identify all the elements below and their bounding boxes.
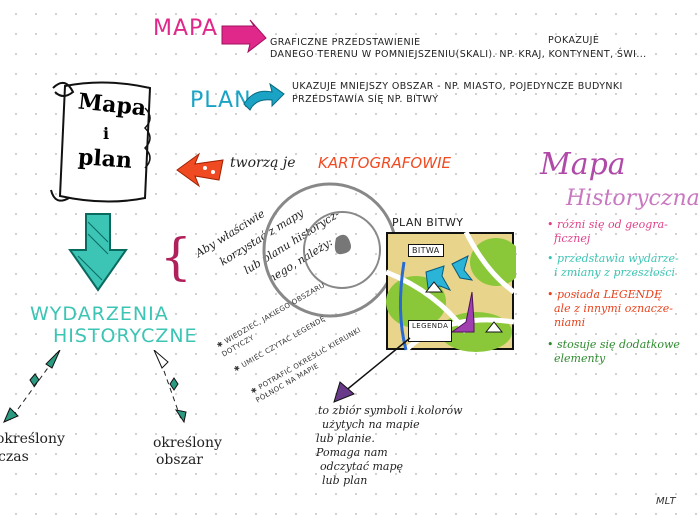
scroll-icon	[50, 81, 152, 203]
point-text: posiada LEGENDĘ	[557, 288, 663, 301]
events-left-2: czas	[0, 449, 29, 465]
historical-point-1: • różni się od geogra- ficznej	[547, 218, 668, 245]
point-text: ficznej	[554, 232, 591, 245]
historical-point-3: • posiada LEGENDĘ ale z innymi oznacze- …	[547, 288, 673, 329]
events-right-1: określony	[153, 435, 222, 451]
events-left-1: określony	[0, 431, 65, 447]
mapa-ribbon-arrow-icon	[221, 19, 267, 54]
curly-brace-icon: {	[160, 228, 192, 286]
plan-label: PLAN	[190, 88, 252, 113]
legend-note-line: lub planie.	[316, 432, 375, 445]
battle-label: BITWA	[408, 244, 444, 257]
cartographers-prefix: tworzą je	[230, 155, 296, 171]
legend-note-line: Pomaga nam	[316, 446, 388, 459]
mapa-definition-shows: POKAZUJE	[548, 35, 600, 46]
mapa-label: MAPA	[153, 16, 218, 41]
plan-definition-2: PRZEDSTAWIA SIĘ NP. BITWY	[292, 94, 439, 105]
branch-arrows-icon	[3, 350, 187, 424]
legend-label: LEGENDA	[408, 320, 453, 342]
title-line2: i	[103, 124, 110, 143]
mapa-definition-2: DANEGO TERENU W POMNIEJSZENIU(SKALI). NP…	[270, 49, 647, 60]
point-text: elementy	[554, 352, 606, 365]
events-line2: HISTORYCZNE	[53, 325, 198, 347]
plan-ribbon-arrow-icon	[243, 82, 285, 111]
title-scroll	[45, 78, 165, 208]
point-text: różni się od geogra-	[557, 218, 668, 231]
historical-map-title-1: Mapa	[540, 147, 626, 182]
cartographers-name: KARTOGRAFOWIE	[318, 154, 451, 172]
legend-note-line: odczytać mapę	[320, 460, 404, 473]
historical-point-4: • stosuje się dodatkowe elementy	[547, 338, 680, 365]
stamp-icon	[262, 182, 398, 318]
down-arrow-icon	[68, 213, 128, 292]
legend-pointer-arrow-icon	[333, 337, 411, 403]
mapa-definition-1: GRAFICZNE PRZEDSTAWIENIE	[270, 37, 421, 48]
events-line1: WYDARZENIA	[30, 303, 169, 325]
legend-note-line: użytych na mapie	[322, 418, 420, 431]
historical-point-2: • przedstawia wydarze- i zmiany z przesz…	[547, 252, 679, 279]
point-text: przedstawia wydarze-	[557, 252, 679, 265]
signature: MLT	[656, 496, 676, 507]
orange-arrow-icon	[176, 152, 224, 188]
events-right-2: obszar	[156, 452, 203, 468]
point-text: ale z innymi oznacze-	[554, 302, 673, 315]
historical-map-title-2: Historyczna	[566, 186, 700, 211]
point-text: stosuje się dodatkowe	[557, 338, 680, 351]
point-text: niami	[554, 316, 586, 329]
plan-definition-1: UKAZUJE MNIEJSZY OBSZAR - NP. MIASTO, PO…	[292, 81, 623, 92]
legend-note-line: lub plan	[322, 474, 368, 487]
battle-plan-title: PLAN BITWY	[392, 216, 464, 229]
title-line3: plan	[77, 144, 133, 174]
legend-note-line: to zbiór symboli i kolorów	[318, 404, 463, 417]
point-text: i zmiany z przeszłości	[554, 266, 675, 279]
